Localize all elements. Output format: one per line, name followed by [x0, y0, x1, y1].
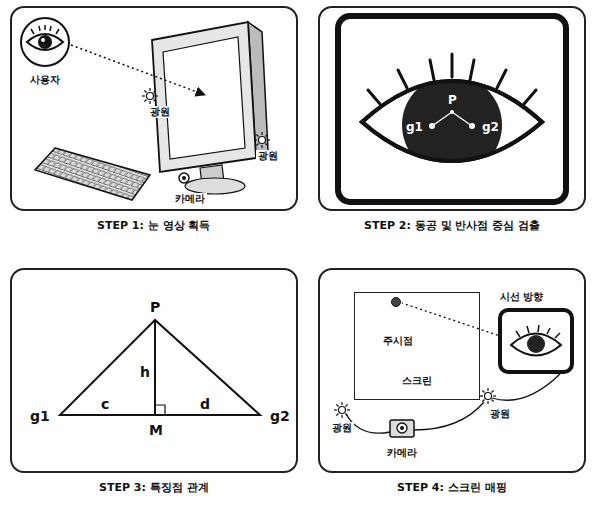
step-panel: STEP 2: 동공 및 반사점 중심 검출 — [318, 6, 586, 211]
pupil-center: P — [446, 93, 459, 107]
point-label: M — [147, 422, 165, 439]
length-label: d — [198, 396, 212, 413]
point-label: g2 — [268, 408, 292, 425]
feature-triangle — [60, 320, 260, 415]
user-label: 사용자 — [28, 74, 62, 86]
step-caption: STEP 4: 스크린 매핑 — [397, 481, 507, 494]
wires — [346, 374, 560, 433]
camera-icon — [390, 420, 414, 437]
screen-text: 스크린 — [400, 375, 434, 387]
step-panel: STEP 3: 특징점 관계 — [10, 268, 298, 473]
camera-label: 카메라 — [173, 193, 207, 205]
screen-text: 주시점 — [381, 335, 415, 347]
glint-label: g1 — [404, 120, 425, 134]
gaze-point — [392, 298, 401, 307]
eye-closeup — [362, 54, 542, 175]
light-label: 광원 — [330, 422, 354, 434]
light-source — [480, 388, 496, 404]
light-label: 광원 — [256, 150, 280, 162]
eye-icon-small — [500, 310, 572, 372]
step-caption: STEP 2: 동공 및 반사점 중심 검출 — [364, 219, 540, 232]
light-label: 광원 — [148, 106, 172, 118]
gaze-direction-label: 시선 방향 — [498, 291, 545, 303]
gaze-line — [402, 303, 512, 340]
light-source — [334, 402, 350, 418]
glint-label: g2 — [480, 120, 501, 134]
eye-frame — [338, 16, 566, 202]
point-label: P — [148, 299, 162, 316]
step-panel: STEP 4: 스크린 매핑주시점스크린 — [318, 268, 586, 473]
user-eye-icon — [21, 18, 69, 66]
camera-label: 카메라 — [385, 447, 419, 459]
height-label: h — [138, 364, 152, 381]
light-label: 광원 — [488, 408, 512, 420]
keyboard — [35, 148, 150, 200]
camera-lens — [179, 173, 189, 183]
step-caption: STEP 3: 특징점 관계 — [99, 481, 209, 494]
length-label: c — [99, 396, 111, 413]
light-source — [142, 88, 158, 104]
screen-box: 주시점스크린 — [354, 292, 480, 400]
gaze-arrow — [71, 45, 205, 95]
point-label: g1 — [28, 408, 52, 425]
light-source — [254, 132, 270, 148]
step-caption: STEP 1: 눈 영상 획득 — [97, 219, 210, 232]
